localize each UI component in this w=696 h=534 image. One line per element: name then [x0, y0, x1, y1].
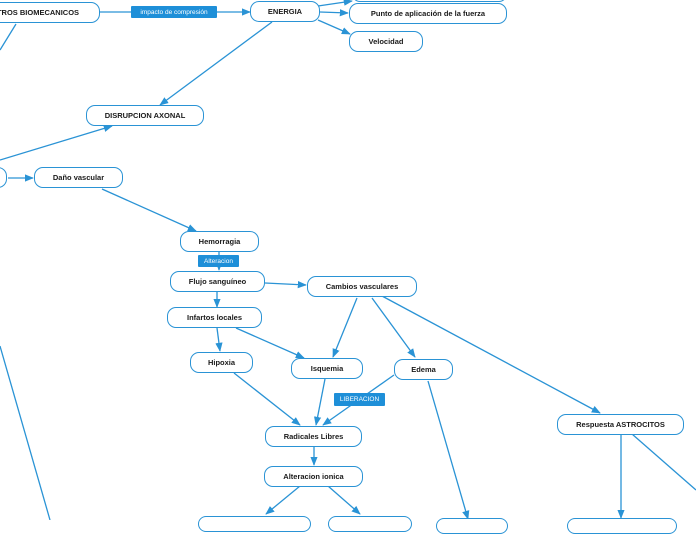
- node-offscreen-top[interactable]: [352, 0, 507, 2]
- node-isquemia[interactable]: Isquemia: [291, 358, 363, 379]
- node-label: Respuesta ASTROCITOS: [576, 420, 665, 429]
- node-label: Alteracion ionica: [283, 472, 344, 481]
- node-edema[interactable]: Edema: [394, 359, 453, 380]
- link-edema-down: [427, 380, 470, 520]
- node-radicales-libres[interactable]: Radicales Libres: [265, 426, 362, 447]
- link-danovascular-hemorragia: [101, 188, 197, 232]
- link-astrocitos-right: [631, 433, 696, 491]
- node-label: Isquemia: [310, 364, 344, 373]
- node-label: Velocidad: [368, 37, 404, 46]
- link-label-text: impacto de compresión: [140, 8, 208, 16]
- link-energia-punto: [319, 9, 349, 17]
- link-infartos-hipoxia: [215, 327, 223, 352]
- link-energia-velocidad: [317, 19, 351, 35]
- link-ionica-rightchild: [327, 485, 361, 515]
- link-label-text: LIBERACION: [339, 396, 380, 403]
- node-bottom-edema-partial[interactable]: [436, 518, 508, 534]
- node-alteracion-ionica[interactable]: Alteracion ionica: [264, 466, 363, 487]
- node-label: Infartos locales: [186, 313, 243, 322]
- link-energia-offscreen: [317, 0, 353, 7]
- node-label: TROS BIOMECANICOS: [0, 8, 80, 17]
- node-bottom-mid-partial[interactable]: [328, 516, 412, 532]
- link-isquemia-radicales: [314, 378, 326, 426]
- link-ionica-leftchild: [265, 485, 301, 515]
- node-disrupcion-axonal[interactable]: DISRUPCION AXONAL: [86, 105, 204, 126]
- node-biomecanicos[interactable]: TROS BIOMECANICOS: [0, 2, 100, 23]
- node-label: Daño vascular: [52, 173, 105, 182]
- node-infartos-locales[interactable]: Infartos locales: [167, 307, 262, 328]
- link-left-down: [0, 345, 51, 520]
- node-punto-aplicacion[interactable]: Punto de aplicación de la fuerza: [349, 3, 507, 24]
- node-label: DISRUPCION AXONAL: [104, 111, 186, 120]
- node-label: Flujo sanguíneo: [188, 277, 247, 286]
- node-flujo-sanguineo[interactable]: Flujo sanguíneo: [170, 271, 265, 292]
- node-cambios-vasculares[interactable]: Cambios vasculares: [307, 276, 417, 297]
- link-cambios-edema: [371, 297, 416, 358]
- node-energia[interactable]: ENERGIA: [250, 1, 320, 22]
- link-hipoxia-radicales: [233, 372, 301, 426]
- node-bottom-astro-partial[interactable]: [567, 518, 677, 534]
- node-bottom-left-partial[interactable]: [198, 516, 311, 532]
- node-label: Punto de aplicación de la fuerza: [370, 9, 486, 18]
- node-respuesta-astrocitos[interactable]: Respuesta ASTROCITOS: [557, 414, 684, 435]
- link-label-impacto: impacto de compresión: [131, 6, 217, 18]
- link-label-text: Alteracion: [204, 257, 233, 265]
- node-dano-vascular[interactable]: Daño vascular: [34, 167, 123, 188]
- node-label: Radicales Libres: [283, 432, 344, 441]
- node-velocidad[interactable]: Velocidad: [349, 31, 423, 52]
- link-biomecanicos-down: [0, 23, 17, 51]
- link-flujo-cambios: [264, 280, 307, 289]
- node-label: Cambios vasculares: [325, 282, 399, 291]
- link-cambios-isquemia: [332, 297, 358, 358]
- node-label: Hemorragia: [198, 237, 241, 246]
- node-hipoxia[interactable]: Hipoxia: [190, 352, 253, 373]
- link-cambios-astrocitos: [381, 295, 601, 414]
- link-left-disrupcion: [0, 124, 113, 161]
- node-hemorragia[interactable]: Hemorragia: [180, 231, 259, 252]
- link-label-alteracion: Alteracion: [198, 255, 239, 267]
- node-label: Hipoxia: [207, 358, 236, 367]
- node-label: Edema: [411, 365, 436, 374]
- connector-layer: [0, 0, 696, 520]
- node-label: ENERGIA: [267, 7, 303, 16]
- link-energia-disrupcion: [159, 21, 273, 106]
- link-label-liberacion: LIBERACION: [334, 393, 385, 406]
- link-infartos-isquemia: [235, 327, 305, 359]
